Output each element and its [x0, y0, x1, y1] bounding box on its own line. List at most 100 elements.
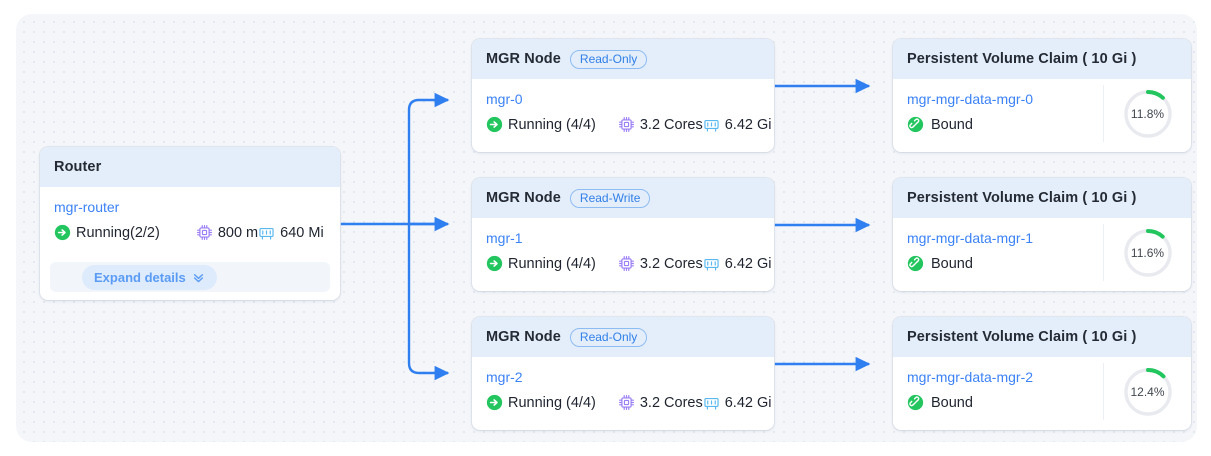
mgr-node-metrics: Running (4/4) 3.2 Cores: [486, 255, 771, 272]
mgr-node-card[interactable]: MGR Node Read-Only mgr-2 Running (4/4): [472, 317, 774, 430]
pvc-card-header: Persistent Volume Claim ( 10 Gi ): [893, 178, 1191, 218]
cpu-icon: [196, 224, 213, 241]
mgr-node-memory: 6.42 Gi: [703, 255, 772, 272]
pvc-card[interactable]: Persistent Volume Claim ( 10 Gi ) mgr-mg…: [893, 39, 1191, 152]
pvc-status-text: Bound: [931, 116, 973, 133]
mgr-node-memory-text: 6.42 Gi: [724, 255, 772, 272]
mgr-node-status: Running (4/4): [486, 255, 596, 272]
router-card-title: Router: [54, 159, 102, 175]
running-arrow-icon: [486, 255, 503, 272]
pvc-info: mgr-mgr-data-mgr-1 Bound: [893, 218, 1103, 291]
link-bound-icon: [907, 394, 924, 411]
pvc-card-title: Persistent Volume Claim ( 10 Gi ): [907, 51, 1137, 67]
usage-ring: 12.4%: [1122, 366, 1174, 418]
pvc-card-title: Persistent Volume Claim ( 10 Gi ): [907, 329, 1137, 345]
mgr-node-resource-link[interactable]: mgr-0: [486, 91, 523, 107]
router-status-text: Running(2/2): [76, 224, 160, 241]
memory-icon: [703, 255, 720, 272]
running-arrow-icon: [486, 394, 503, 411]
pvc-card[interactable]: Persistent Volume Claim ( 10 Gi ) mgr-mg…: [893, 178, 1191, 291]
usage-percent-label: 12.4%: [1130, 384, 1165, 399]
pvc-card-body: mgr-mgr-data-mgr-0 Bound: [893, 79, 1191, 152]
mgr-node-memory-text: 6.42 Gi: [724, 116, 772, 133]
router-card-footer: Expand details: [50, 262, 330, 292]
router-card-header: Router: [40, 147, 340, 187]
router-card[interactable]: Router mgr-router Running(2/2): [40, 147, 340, 300]
mgr-node-resource-link[interactable]: mgr-1: [486, 230, 523, 246]
pvc-card-header: Persistent Volume Claim ( 10 Gi ): [893, 39, 1191, 79]
router-memory: 640 Mi: [258, 224, 324, 241]
pvc-usage: 11.6%: [1103, 224, 1191, 281]
usage-ring: 11.6%: [1122, 227, 1174, 279]
pvc-card-body: mgr-mgr-data-mgr-1 Bound: [893, 218, 1191, 291]
mgr-node-status-text: Running (4/4): [508, 394, 596, 411]
mgr-node-resource-link[interactable]: mgr-2: [486, 369, 523, 385]
mgr-node-card-title: MGR Node: [486, 51, 561, 67]
edge-router-to-mgr-0: [407, 92, 450, 224]
pvc-info: mgr-mgr-data-mgr-0 Bound: [893, 79, 1103, 152]
pvc-resource-link[interactable]: mgr-mgr-data-mgr-2: [907, 369, 1034, 385]
mgr-node-cpu-text: 3.2 Cores: [639, 394, 703, 411]
mgr-node-metrics: Running (4/4) 3.2 Cores: [486, 394, 771, 411]
mgr-node-card-body: mgr-2 Running (4/4): [472, 357, 774, 411]
edge-router-to-mgr-2: [407, 224, 450, 381]
pvc-usage: 11.8%: [1103, 85, 1191, 142]
router-card-body: mgr-router Running(2/2): [40, 187, 340, 241]
router-resource-link[interactable]: mgr-router: [54, 199, 120, 215]
topology-canvas: Router mgr-router Running(2/2): [16, 14, 1197, 442]
mgr-node-card-header: MGR Node Read-Only: [472, 317, 774, 357]
pvc-card[interactable]: Persistent Volume Claim ( 10 Gi ) mgr-mg…: [893, 317, 1191, 430]
mgr-node-cpu: 3.2 Cores: [618, 255, 703, 272]
mgr-node-card-title: MGR Node: [486, 190, 561, 206]
mgr-node-status: Running (4/4): [486, 394, 596, 411]
usage-percent-label: 11.6%: [1130, 245, 1165, 260]
mgr-node-card-title: MGR Node: [486, 329, 561, 345]
usage-ring: 11.8%: [1122, 88, 1174, 140]
mgr-node-status-text: Running (4/4): [508, 255, 596, 272]
pvc-info: mgr-mgr-data-mgr-2 Bound: [893, 357, 1103, 430]
expand-details-button[interactable]: Expand details: [82, 264, 217, 290]
usage-percent-label: 11.8%: [1130, 106, 1165, 121]
running-arrow-icon: [54, 224, 71, 241]
double-chevron-down-icon: [192, 271, 205, 284]
pvc-status: Bound: [907, 394, 973, 411]
router-memory-text: 640 Mi: [280, 224, 324, 241]
mgr-node-cpu-text: 3.2 Cores: [639, 255, 703, 272]
mgr-node-status-text: Running (4/4): [508, 116, 596, 133]
mgr-node-card[interactable]: MGR Node Read-Only mgr-0 Running (4/4): [472, 39, 774, 152]
link-bound-icon: [907, 116, 924, 133]
mgr-node-memory: 6.42 Gi: [703, 394, 772, 411]
cpu-icon: [618, 116, 635, 133]
mgr-node-card-header: MGR Node Read-Only: [472, 39, 774, 79]
mgr-node-card-header: MGR Node Read-Write: [472, 178, 774, 218]
cpu-icon: [618, 394, 635, 411]
mgr-node-memory-text: 6.42 Gi: [724, 394, 772, 411]
mgr-node-card-body: mgr-0 Running (4/4): [472, 79, 774, 133]
pvc-resource-link[interactable]: mgr-mgr-data-mgr-0: [907, 91, 1034, 107]
memory-icon: [258, 224, 275, 241]
mgr-node-metrics: Running (4/4) 3.2 Cores: [486, 116, 771, 133]
pvc-card-title: Persistent Volume Claim ( 10 Gi ): [907, 190, 1137, 206]
pvc-card-body: mgr-mgr-data-mgr-2 Bound: [893, 357, 1191, 430]
mgr-node-role-badge: Read-Only: [569, 49, 648, 69]
pvc-card-header: Persistent Volume Claim ( 10 Gi ): [893, 317, 1191, 357]
cpu-icon: [618, 255, 635, 272]
pvc-status: Bound: [907, 116, 973, 133]
mgr-node-memory: 6.42 Gi: [703, 116, 772, 133]
router-cpu-text: 800 m: [217, 224, 259, 241]
pvc-status-text: Bound: [931, 255, 973, 272]
link-bound-icon: [907, 255, 924, 272]
pvc-status-text: Bound: [931, 394, 973, 411]
router-cpu: 800 m: [196, 224, 258, 241]
expand-details-label: Expand details: [94, 269, 186, 285]
pvc-usage: 12.4%: [1103, 363, 1191, 420]
router-status: Running(2/2): [54, 224, 160, 241]
mgr-node-role-badge: Read-Only: [569, 327, 648, 347]
mgr-node-card[interactable]: MGR Node Read-Write mgr-1 Running (4/4): [472, 178, 774, 291]
mgr-node-status: Running (4/4): [486, 116, 596, 133]
router-metrics: Running(2/2) 800: [54, 224, 326, 241]
pvc-resource-link[interactable]: mgr-mgr-data-mgr-1: [907, 230, 1034, 246]
mgr-node-cpu-text: 3.2 Cores: [639, 116, 703, 133]
mgr-node-cpu: 3.2 Cores: [618, 394, 703, 411]
memory-icon: [703, 116, 720, 133]
